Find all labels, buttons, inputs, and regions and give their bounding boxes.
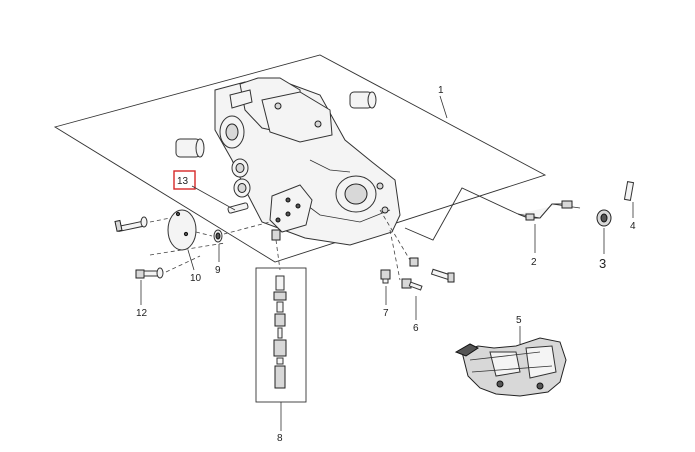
plug-fitting — [271, 229, 281, 241]
pin-part-4 — [623, 181, 635, 201]
callout-2: 2 — [531, 257, 537, 268]
callout-13: 13 — [177, 176, 189, 187]
lever-path-lines — [404, 187, 519, 241]
rod-part-2 — [517, 200, 581, 221]
assembly-plate-outline — [53, 54, 547, 263]
bolt-left-upper — [114, 216, 148, 233]
bolt-washer-part-12 — [135, 267, 164, 279]
side-bushing — [175, 138, 205, 158]
callout-6: 6 — [413, 323, 419, 334]
pin-part-13 — [227, 202, 249, 214]
nut-part-7 — [380, 269, 391, 284]
bolt-part-6 — [401, 278, 423, 291]
callout-8: 8 — [277, 433, 283, 444]
knob-part-3 — [596, 209, 612, 227]
hydraulic-lift-housing — [214, 77, 401, 246]
top-bushing-left — [229, 89, 253, 109]
o-ring-part-9 — [213, 229, 223, 243]
round-cover-part-10 — [167, 209, 197, 251]
callout-3: 3 — [599, 256, 606, 271]
callout-1: 1 — [438, 85, 444, 96]
callout-7: 7 — [383, 308, 389, 319]
callout-5: 5 — [516, 315, 522, 326]
bolt-right-upper — [409, 257, 455, 283]
callout-9: 9 — [215, 265, 221, 276]
highlight-box-13 — [173, 170, 196, 190]
top-bushing-right — [349, 91, 377, 109]
callout-12: 12 — [136, 308, 148, 319]
valve-cover-plate — [269, 184, 313, 233]
control-valve-assembly-part-5 — [454, 337, 567, 397]
callout-4: 4 — [630, 221, 636, 232]
valve-cartridge-part-8 — [273, 275, 287, 389]
callout-10: 10 — [190, 273, 202, 284]
